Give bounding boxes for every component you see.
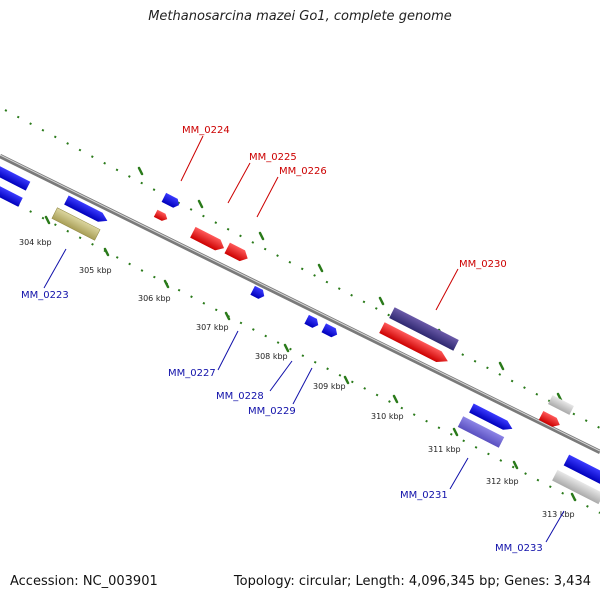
- gene-arrow: [0, 161, 31, 191]
- gene-arrow: [469, 403, 513, 430]
- gene-arrow-mm-0225: [190, 226, 225, 251]
- inner-major-ticks: [44, 215, 577, 502]
- tick-label: 305 kbp: [79, 266, 112, 275]
- gene-label-mm-0229[interactable]: MM_0229: [248, 406, 296, 417]
- gene-label-mm-0231[interactable]: MM_0231: [400, 490, 448, 501]
- gene-arrow-mm-0227: [250, 285, 265, 299]
- genome-summary-text: Topology: circular; Length: 4,096,345 bp…: [233, 574, 591, 589]
- leader-line: [217, 330, 239, 371]
- gene-arrow-mm-0226: [224, 242, 248, 262]
- label-leaders: [43, 135, 565, 543]
- leader-line: [227, 162, 251, 204]
- outer-major-ticks: [137, 166, 563, 402]
- tick-label: 308 kbp: [255, 352, 288, 361]
- gene-label-mm-0233[interactable]: MM_0233: [495, 543, 543, 554]
- tick-label: 313 kbp: [542, 510, 575, 519]
- tick-label: 309 kbp: [313, 382, 346, 391]
- gene-arrow: [563, 454, 600, 486]
- gene-arrow: [379, 322, 448, 363]
- gene-label-mm-0228[interactable]: MM_0228: [216, 391, 264, 402]
- tick-label: 307 kbp: [196, 323, 229, 332]
- gene-arrow-mm-0223: [51, 207, 101, 241]
- gene-arrow: [64, 195, 108, 222]
- tick-label: 311 kbp: [428, 445, 461, 454]
- leader-line: [43, 248, 67, 289]
- gene-arrow-mm-0229: [321, 323, 338, 338]
- gene-arrow-mm-0231: [457, 416, 505, 448]
- gene-arrow: [548, 395, 574, 415]
- gene-arrow-mm-0230: [389, 307, 459, 351]
- genome-backbone: [0, 153, 600, 455]
- gene-label-mm-0227[interactable]: MM_0227: [168, 368, 216, 379]
- gene-arrow: [538, 411, 560, 427]
- inner-dotted-track: [4, 197, 600, 514]
- leader-line: [292, 367, 313, 405]
- leader-line: [449, 457, 469, 490]
- outer-tick-track: [4, 109, 600, 429]
- accession-text: Accession: NC_003901: [10, 574, 158, 589]
- reverse-gene-labels: MM_0223 MM_0227 MM_0228 MM_0229 MM_0231 …: [21, 290, 543, 554]
- tick-labels: 304 kbp 305 kbp 306 kbp 307 kbp 308 kbp …: [19, 238, 575, 519]
- gene-label-mm-0223[interactable]: MM_0223: [21, 290, 69, 301]
- tick-label: 310 kbp: [371, 412, 404, 421]
- gene-arrow-mm-0233: [552, 469, 600, 505]
- gene-label-mm-0230[interactable]: MM_0230: [459, 259, 507, 270]
- gene-features: [0, 161, 600, 505]
- leader-line: [269, 360, 293, 392]
- outer-dotted-track: [4, 109, 600, 429]
- forward-gene-labels: MM_0224 MM_0225 MM_0226 MM_0230: [182, 125, 507, 270]
- inner-tick-track: [4, 197, 600, 514]
- gene-arrow: [0, 182, 23, 207]
- gene-arrow-mm-0224: [161, 192, 180, 208]
- gene-label-mm-0226[interactable]: MM_0226: [279, 166, 327, 177]
- leader-line: [180, 135, 204, 182]
- gene-arrow-mm-0228: [304, 314, 319, 328]
- tick-label: 306 kbp: [138, 294, 171, 303]
- gene-arrow: [153, 209, 168, 221]
- leader-line: [256, 176, 279, 218]
- tick-label: 304 kbp: [19, 238, 52, 247]
- tick-label: 312 kbp: [486, 477, 519, 486]
- map-title: Methanosarcina mazei Go1, complete genom…: [148, 9, 452, 24]
- gene-label-mm-0225[interactable]: MM_0225: [249, 152, 297, 163]
- leader-line: [435, 268, 459, 311]
- leader-line: [545, 510, 565, 543]
- gene-label-mm-0224[interactable]: MM_0224: [182, 125, 230, 136]
